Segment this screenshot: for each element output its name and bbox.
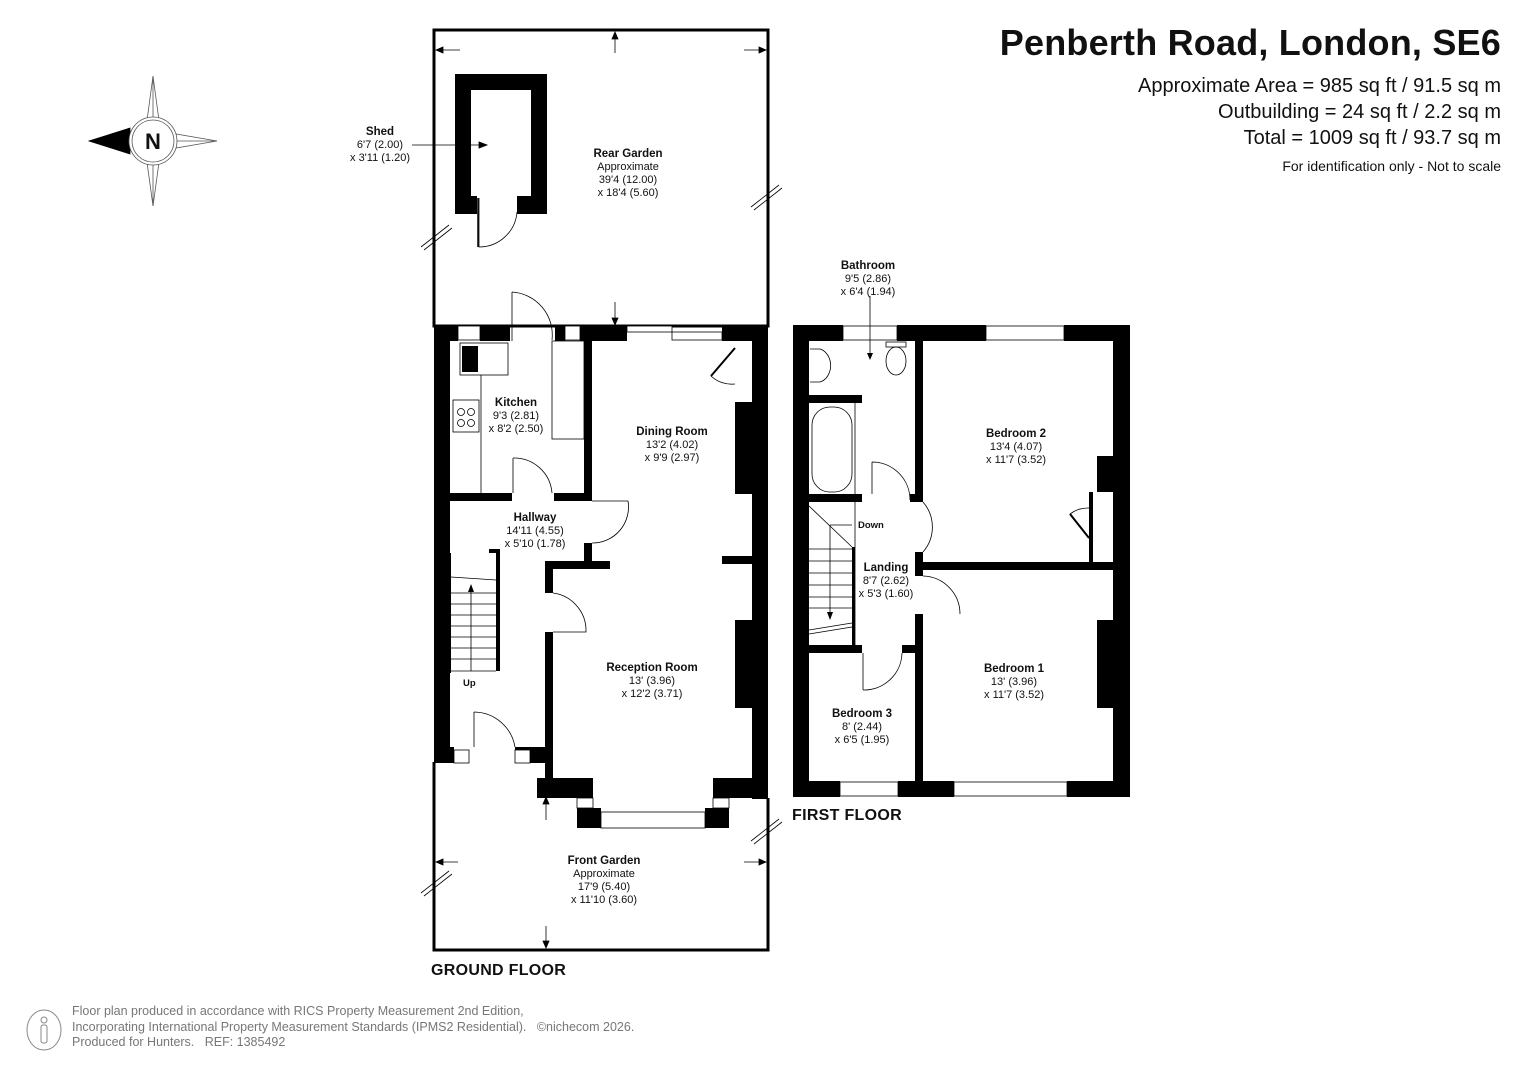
- room-name: Reception Room: [606, 662, 698, 674]
- room-label-hallway: Hallway 14'11 (4.55) x 5'10 (1.78): [505, 512, 566, 551]
- total-area: Total = 1009 sq ft / 93.7 sq m: [1243, 127, 1501, 149]
- room-dim: x 11'7 (3.52): [984, 689, 1044, 701]
- room-name: Bedroom 1: [983, 663, 1045, 675]
- footer-line-1: Floor plan produced in accordance with R…: [72, 1004, 524, 1018]
- scale-note: For identification only - Not to scale: [1282, 158, 1501, 174]
- first-floor-plan: [793, 296, 1130, 797]
- room-label-shed: Shed 6'7 (2.00) x 3'11 (1.20): [350, 126, 410, 165]
- room-dim: 39'4 (12.00): [598, 174, 658, 186]
- room-dim: x 5'10 (1.78): [504, 538, 566, 550]
- room-dim: 9'3 (2.81): [492, 410, 540, 422]
- footer-line-3: Produced for Hunters. REF: 1385492: [72, 1035, 286, 1049]
- room-name: Dining Room: [636, 426, 708, 438]
- room-dim: 13'4 (4.07): [989, 441, 1043, 453]
- room-dim: x 12'2 (3.71): [621, 688, 683, 700]
- first-floor-label: FIRST FLOOR: [792, 807, 902, 824]
- room-label-rear-garden: Rear Garden Approximate 39'4 (12.00) x 1…: [593, 148, 662, 200]
- room-dim: 6'7 (2.00): [356, 139, 404, 151]
- room-dim: x 5'3 (1.60): [858, 588, 914, 600]
- room-name: Rear Garden: [593, 148, 663, 160]
- room-dim: 17'9 (5.40): [577, 881, 631, 893]
- room-dim: x 9'9 (2.97): [644, 452, 700, 464]
- room-label-dining-room: Dining Room 13'2 (4.02) x 9'9 (2.97): [636, 426, 708, 465]
- svg-text:N: N: [145, 129, 161, 154]
- room-label-bedroom-2: Bedroom 2 13'4 (4.07) x 11'7 (3.52): [986, 428, 1046, 467]
- room-name: Front Garden: [567, 855, 641, 867]
- ground-floor-plan: [412, 28, 783, 952]
- room-dim: 9'5 (2.86): [844, 273, 892, 285]
- room-dim: x 8'2 (2.50): [488, 423, 544, 435]
- footer-copyright: ©nichecom 2026.: [536, 1019, 635, 1034]
- footer-line-2: Incorporating International Property Mea…: [72, 1019, 527, 1034]
- stairs-down-label: Down: [858, 520, 884, 531]
- room-dim: x 11'10 (3.60): [570, 894, 638, 906]
- compass-north-icon: N: [87, 75, 218, 207]
- room-dim: 13' (3.96): [628, 675, 676, 687]
- stairs-up-label: Up: [463, 678, 476, 689]
- outbuilding-area: Outbuilding = 24 sq ft / 2.2 sq m: [1218, 101, 1501, 123]
- room-dim: 13'2 (4.02): [645, 439, 699, 451]
- room-name: Landing: [863, 562, 909, 574]
- room-label-reception-room: Reception Room 13' (3.96) x 12'2 (3.71): [606, 662, 697, 701]
- room-qualifier: Approximate: [573, 868, 635, 880]
- room-name: Bedroom 2: [985, 428, 1047, 440]
- room-name: Kitchen: [494, 397, 538, 409]
- person-scale-icon: [26, 1009, 62, 1051]
- room-name: Bathroom: [840, 260, 896, 272]
- room-label-bathroom: Bathroom 9'5 (2.86) x 6'4 (1.94): [841, 260, 896, 299]
- room-dim: 8' (2.44): [841, 721, 883, 733]
- footer-disclaimer: Floor plan produced in accordance with R…: [72, 1004, 634, 1051]
- room-dim: x 18'4 (5.60): [597, 187, 659, 199]
- room-name: Hallway: [513, 512, 557, 524]
- property-title: Penberth Road, London, SE6: [999, 22, 1501, 63]
- room-dim: 14'11 (4.55): [506, 525, 564, 537]
- room-label-front-garden: Front Garden Approximate 17'9 (5.40) x 1…: [568, 855, 641, 907]
- room-qualifier: Approximate: [597, 161, 659, 173]
- room-label-bedroom-3: Bedroom 3 8' (2.44) x 6'5 (1.95): [832, 708, 892, 747]
- room-dim: 13' (3.96): [990, 676, 1038, 688]
- room-name: Shed: [365, 126, 395, 138]
- room-label-landing: Landing 8'7 (2.62) x 5'3 (1.60): [859, 562, 914, 601]
- room-label-bedroom-1: Bedroom 1 13' (3.96) x 11'7 (3.52): [984, 663, 1044, 702]
- room-dim: x 6'4 (1.94): [840, 286, 896, 298]
- room-dim: x 3'11 (1.20): [350, 152, 410, 164]
- ground-floor-label: GROUND FLOOR: [431, 962, 567, 979]
- room-dim: x 11'7 (3.52): [986, 454, 1046, 466]
- room-label-kitchen: Kitchen 9'3 (2.81) x 8'2 (2.50): [489, 397, 544, 436]
- room-dim: 8'7 (2.62): [862, 575, 910, 587]
- approximate-area: Approximate Area = 985 sq ft / 91.5 sq m: [1138, 75, 1501, 97]
- room-dim: x 6'5 (1.95): [834, 734, 890, 746]
- room-name: Bedroom 3: [831, 708, 893, 720]
